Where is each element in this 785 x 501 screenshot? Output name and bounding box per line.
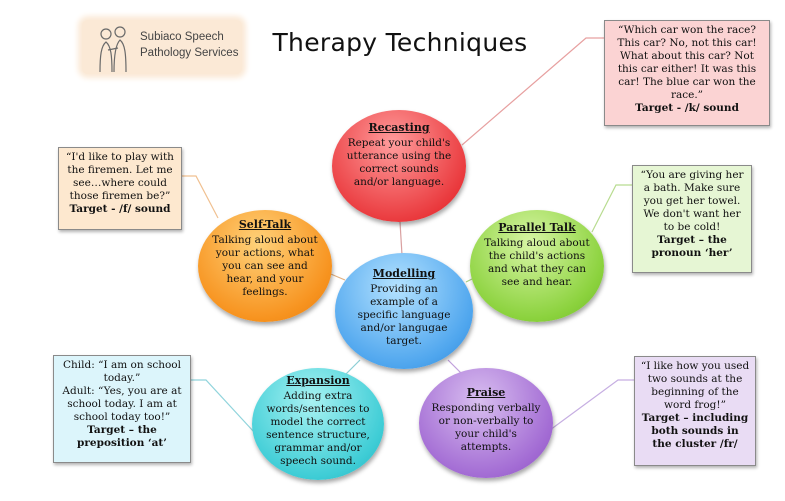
node-self-talk: Self-Talk Talking aloud about your actio… xyxy=(198,210,332,322)
link-recasting-example xyxy=(461,37,604,146)
link-expansion-example xyxy=(191,379,255,433)
example-praise-target: Target – including both sounds in the cl… xyxy=(641,412,749,450)
logo-line-1: Subiaco Speech xyxy=(140,31,224,43)
node-modelling: Modelling Providing an example of a spec… xyxy=(335,253,473,369)
node-expansion-desc: Adding extra words/sentences to model th… xyxy=(266,390,370,467)
node-parallel-talk-title: Parallel Talk xyxy=(498,221,576,234)
node-praise-title: Praise xyxy=(466,386,506,399)
node-expansion: Expansion Adding extra words/sentences t… xyxy=(252,368,384,480)
node-self-talk-title: Self-Talk xyxy=(238,218,292,231)
example-expansion-target: Target – the preposition ‘at’ xyxy=(77,424,167,449)
page-title: Therapy Techniques xyxy=(272,28,528,57)
link-self-talk-example xyxy=(182,175,219,219)
logo-line-2: Pathology Services xyxy=(140,47,239,59)
example-parallel-talk-text: “You are giving her a bath. Make sure yo… xyxy=(640,169,744,233)
node-expansion-title: Expansion xyxy=(286,374,350,387)
link-modelling-expansion xyxy=(345,359,361,375)
link-praise-example xyxy=(549,379,634,431)
node-modelling-title: Modelling xyxy=(372,267,436,280)
example-expansion-line-1: Child: “I am on school today.” xyxy=(63,359,181,384)
link-modelling-recasting xyxy=(399,221,403,256)
example-praise-text: “I like how you used two sounds at the b… xyxy=(640,360,750,411)
node-recasting-desc: Repeat your child's utterance using the … xyxy=(346,137,452,188)
node-recasting: Recasting Repeat your child's utterance … xyxy=(332,110,466,222)
example-recasting-text: “Which car won the race? This car? No, n… xyxy=(617,24,757,101)
example-self-talk: “I'd like to play with the firemen. Let … xyxy=(58,147,182,230)
logo-wordmark: Subiaco Speech Pathology Services xyxy=(140,29,238,61)
example-expansion-line-2: Adult: “Yes, you are at school today. I … xyxy=(62,385,182,423)
node-modelling-desc: Providing an example of a specific langu… xyxy=(357,283,451,347)
example-self-talk-target: Target - /f/ sound xyxy=(69,203,171,215)
example-parallel-talk-target: Target – the pronoun ‘her’ xyxy=(651,234,733,259)
logo-figures-icon xyxy=(99,26,127,73)
example-praise: “I like how you used two sounds at the b… xyxy=(634,356,756,466)
link-parallel-talk-example xyxy=(591,184,632,233)
example-self-talk-text: “I'd like to play with the firemen. Let … xyxy=(66,151,174,202)
example-parallel-talk: “You are giving her a bath. Make sure yo… xyxy=(632,165,752,273)
example-recasting-target: Target - /k/ sound xyxy=(635,102,739,114)
example-recasting: “Which car won the race? This car? No, n… xyxy=(604,20,770,126)
example-expansion: Child: “I am on school today.” Adult: “Y… xyxy=(53,355,191,463)
node-recasting-title: Recasting xyxy=(368,121,430,134)
node-praise: Praise Responding verbally or non-verbal… xyxy=(419,368,553,478)
node-self-talk-desc: Talking aloud about your actions, what y… xyxy=(212,234,318,298)
node-praise-desc: Responding verbally or non-verbally to y… xyxy=(431,402,541,453)
logo-badge: Subiaco Speech Pathology Services xyxy=(82,20,242,74)
node-parallel-talk-desc: Talking aloud about the child's actions … xyxy=(484,237,590,288)
node-parallel-talk: Parallel Talk Talking aloud about the ch… xyxy=(470,210,604,322)
